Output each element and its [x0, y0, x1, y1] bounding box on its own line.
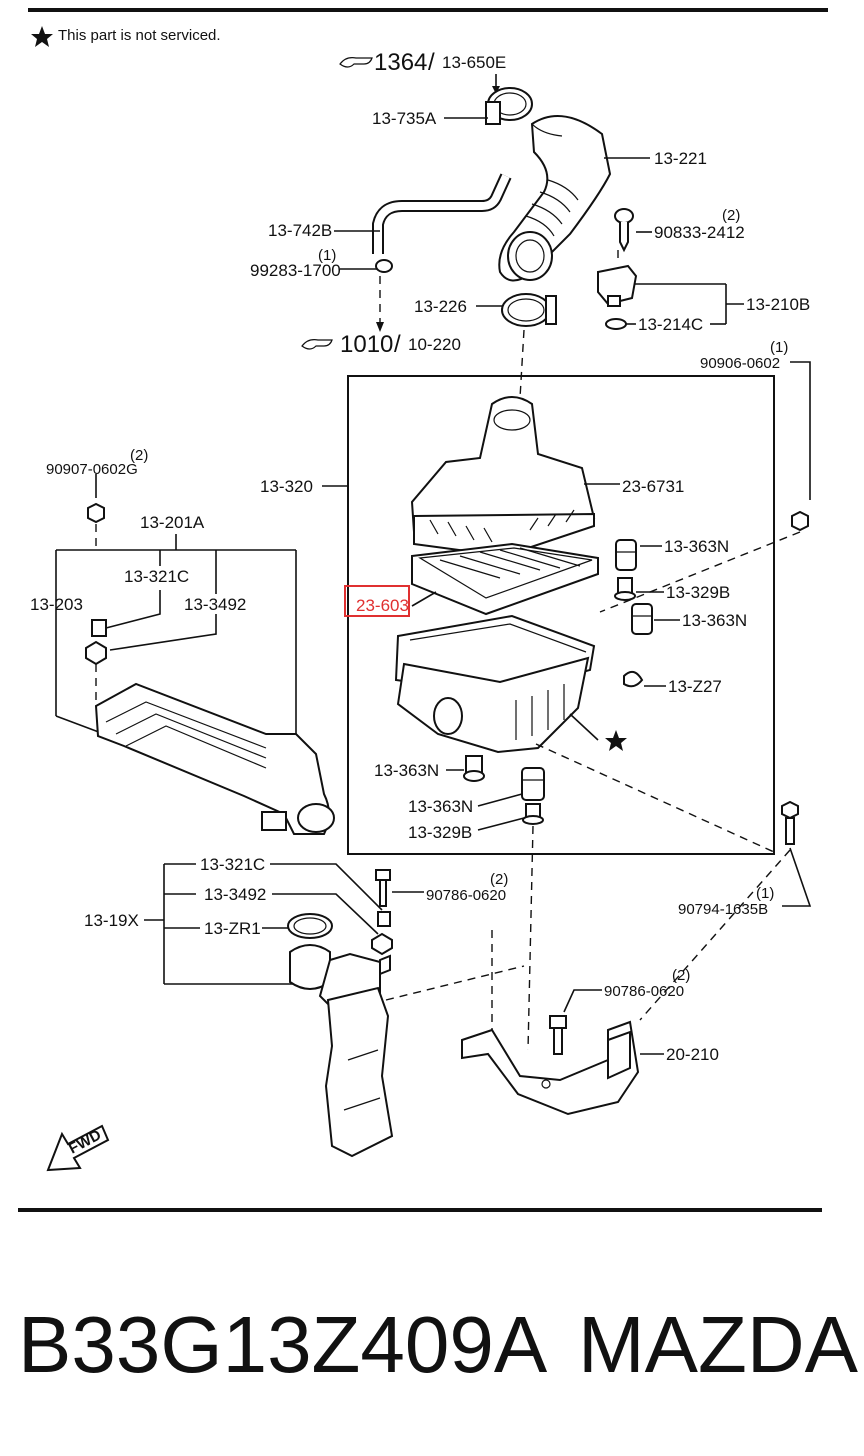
grommet-13-321C — [91, 619, 107, 637]
grommet-13-363N-lower-left — [463, 755, 485, 782]
qty-90786-b: (2) — [672, 967, 690, 984]
seal-ring-13-ZR1 — [287, 913, 333, 939]
arrow-icon — [492, 86, 500, 94]
highlight-box — [344, 585, 410, 617]
label-20-210: 20-210 — [666, 1045, 719, 1064]
clip-99283-1700 — [375, 259, 393, 273]
hand-pointer-icon — [301, 339, 333, 350]
intake-hose-13-221 — [498, 115, 612, 282]
ref-code-2: 10-220 — [408, 335, 461, 354]
label-90794-1635B: 90794-1635B — [678, 901, 768, 918]
star-icon — [31, 26, 53, 47]
label-13-201A: 13-201A — [140, 513, 205, 532]
label-13-321C-b: 13-321C — [200, 855, 265, 874]
ref-slash-2: / — [394, 331, 401, 358]
label-13-363N-b: 13-363N — [682, 611, 747, 630]
label-90907-0602G: 90907-0602G — [46, 461, 138, 478]
label-13-329B-a: 13-329B — [666, 583, 730, 602]
air-filter-element-23-603 — [411, 542, 599, 616]
arrow-icon — [376, 322, 384, 332]
sensor-13-210B — [597, 264, 638, 307]
qty-90833: (2) — [722, 207, 740, 224]
label-13-221: 13-221 — [654, 149, 707, 168]
label-13-735A: 13-735A — [372, 109, 437, 128]
grommet-13-3492-b — [371, 932, 393, 956]
label-13-363N-a: 13-363N — [664, 537, 729, 556]
hand-pointer-icon — [339, 57, 373, 68]
label-90786-0620-a: 90786-0620 — [426, 887, 506, 904]
breather-hose-13-742B — [372, 173, 512, 254]
fresh-air-duct-13-203 — [94, 682, 335, 835]
hose-clamp-13-735A — [485, 87, 533, 125]
bolt-90786-0620-a — [375, 869, 391, 907]
label-23-603: 23-603 — [356, 596, 409, 615]
nut-90906-0602 — [791, 510, 809, 532]
ref-section-number-1: 1364 — [374, 49, 427, 76]
qty-90786-a: (2) — [490, 871, 508, 888]
ref-section-number-2: 1010 — [340, 331, 393, 358]
grommet-13-321C-b — [377, 911, 391, 927]
label-90786-0620-b: 90786-0620 — [604, 983, 684, 1000]
air-cleaner-case — [394, 614, 596, 754]
label-13-19X: 13-19X — [84, 911, 139, 930]
parts-diagram: This part is not serviced. 1364 / 13-650… — [18, 8, 828, 1212]
qty-90907: (2) — [130, 447, 148, 464]
label-13-363N-d: 13-363N — [408, 797, 473, 816]
label-90833-2412: 90833-2412 — [654, 223, 745, 242]
label-13-3492-b: 13-3492 — [204, 885, 266, 904]
label-23-6731: 23-6731 — [622, 477, 684, 496]
ref-slash-1: / — [428, 49, 435, 76]
star-icon — [605, 730, 627, 751]
grommet-13-363N-lower-right — [521, 767, 545, 801]
bolt-90794-1635B — [781, 800, 799, 845]
label-99283-1700: 99283-1700 — [250, 261, 341, 280]
label-13-Z27: 13-Z27 — [668, 677, 722, 696]
resonator-13-19X — [289, 944, 394, 1158]
fwd-arrow-icon — [46, 1124, 110, 1172]
label-13-742B: 13-742B — [268, 221, 332, 240]
label-13-329B-b: 13-329B — [408, 823, 472, 842]
nut-90907-0602G — [87, 502, 105, 524]
label-13-363N-c: 13-363N — [374, 761, 439, 780]
o-ring-13-214C — [605, 318, 627, 330]
grommet-13-363N-middle — [631, 603, 653, 635]
label-13-214C: 13-214C — [638, 315, 703, 334]
collar-13-329B-upper — [614, 577, 636, 601]
clip-13-Z27 — [623, 670, 644, 688]
label-13-226: 13-226 — [414, 297, 467, 316]
qty-90906: (1) — [770, 339, 788, 356]
ref-code-1: 13-650E — [442, 53, 506, 72]
label-13-ZR1: 13-ZR1 — [204, 919, 261, 938]
screw-90833-2412 — [614, 208, 634, 253]
label-13-3492-a: 13-3492 — [184, 595, 246, 614]
hose-clamp-13-226 — [501, 293, 557, 327]
part-number: B33G13Z409A — [18, 1300, 548, 1389]
grommet-13-3492 — [85, 640, 107, 666]
label-13-321C-a: 13-321C — [124, 567, 189, 586]
not-serviced-note: This part is not serviced. — [58, 27, 221, 44]
label-13-210B: 13-210B — [746, 295, 810, 314]
air-cleaner-cover-23-6731 — [410, 396, 596, 558]
brand-name: MAZDA — [578, 1300, 858, 1389]
qty-99283: (1) — [318, 247, 336, 264]
collar-13-329B-lower — [522, 803, 544, 825]
qty-90794: (1) — [756, 885, 774, 902]
label-90906-0602: 90906-0602 — [700, 355, 780, 372]
label-13-320: 13-320 — [260, 477, 313, 496]
label-13-203: 13-203 — [30, 595, 83, 614]
bolt-90786-0620-b — [549, 1015, 567, 1055]
grommet-13-363N-upper — [615, 539, 637, 571]
bracket-20-210 — [461, 1020, 640, 1116]
